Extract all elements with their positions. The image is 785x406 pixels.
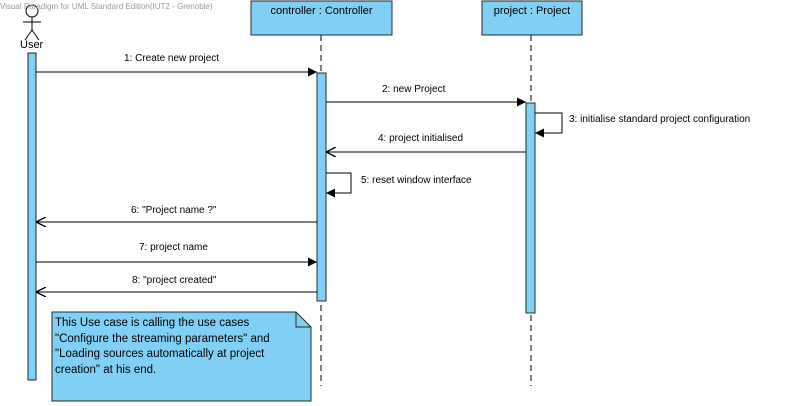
message-2-label: 2: new Project <box>382 84 446 95</box>
watermark-text: Visual Paradigm for UML Standard Edition… <box>0 2 213 11</box>
project-activation-bar <box>525 102 536 314</box>
project-lifeline-box <box>481 0 583 36</box>
message-8-label: 8: "project created" <box>132 275 217 286</box>
project-lifeline-label: project : Project <box>493 5 571 17</box>
message-3-label: 3: initialise standard project configura… <box>569 114 751 125</box>
note-text: This Use case is calling the use cases "… <box>55 317 270 376</box>
note-shape <box>51 311 312 402</box>
message-5-arrow <box>326 172 352 198</box>
controller-lifeline-box <box>250 0 393 36</box>
message-1-label: 1: Create new project <box>124 53 220 64</box>
message-4-label: 4: project initialised <box>378 133 464 144</box>
controller-activation-bar <box>316 72 327 302</box>
message-6-label: 6: "Project name ?" <box>131 205 217 216</box>
user-actor-icon <box>23 4 41 41</box>
message-7-label: 7: project name <box>139 242 208 253</box>
message-5-label: 5: reset window interface <box>361 175 472 186</box>
message-3-arrow <box>535 112 563 138</box>
user-activation-bar <box>27 52 37 381</box>
controller-lifeline-label: controller : Controller <box>270 5 373 17</box>
actor-label: User <box>20 39 44 51</box>
